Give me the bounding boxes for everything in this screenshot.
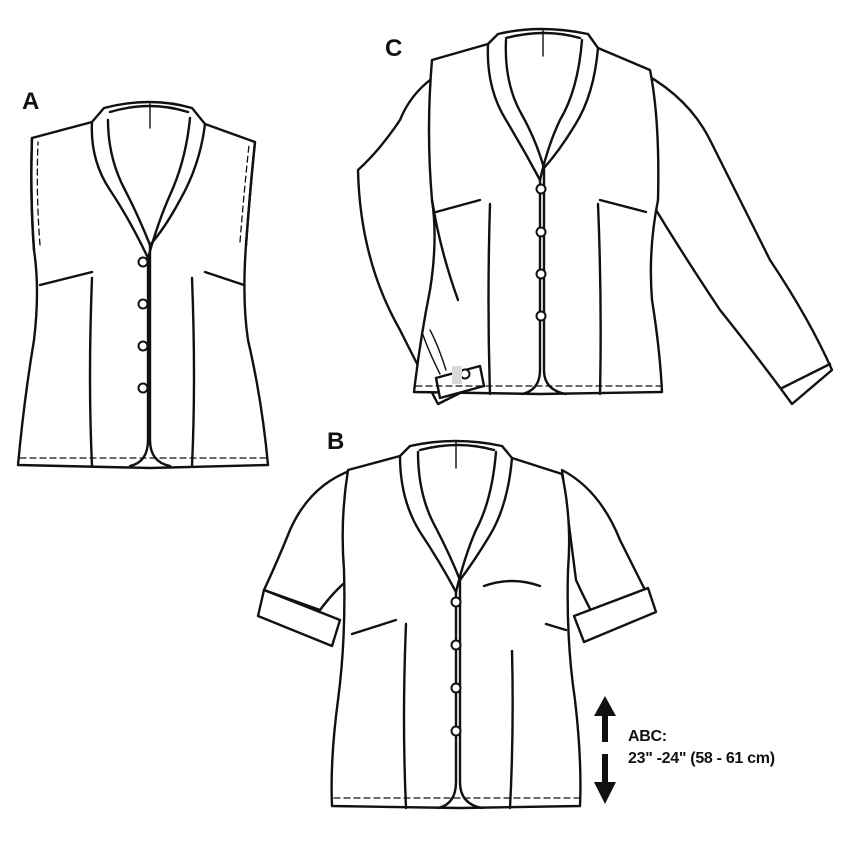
vest-a-seam-right bbox=[190, 276, 196, 468]
jacket-c-button-2 bbox=[535, 226, 547, 238]
vest-a-button-3 bbox=[137, 340, 149, 352]
jacket-b-sleeve-right bbox=[560, 468, 652, 622]
jacket-c-button-1 bbox=[535, 183, 547, 195]
jacket-c-back-neck bbox=[504, 31, 582, 40]
jacket-c-button-4 bbox=[535, 310, 547, 322]
jacket-c-collar-left-inner bbox=[504, 38, 546, 170]
measurement-value: 23" -24" (58 - 61 cm) bbox=[628, 750, 775, 767]
vest-a-front-overlap bbox=[148, 243, 172, 468]
jacket-c-collar-left bbox=[486, 42, 542, 182]
jacket-b-collar-left bbox=[398, 454, 458, 594]
jacket-c-button-3 bbox=[535, 268, 547, 280]
vest-a-armhole-right-topstitch bbox=[239, 144, 250, 243]
jacket-b-seam-right bbox=[508, 648, 514, 810]
view-label-b: B bbox=[327, 428, 345, 455]
vest-a-armhole-right bbox=[244, 140, 257, 247]
vest-a-armhole-left bbox=[30, 136, 36, 252]
jacket-b-collar-right-inner bbox=[454, 450, 498, 594]
jacket-b-cuff-left bbox=[256, 588, 342, 648]
jacket-c-cuff-vent bbox=[421, 329, 447, 375]
vest-a-collar-left-inner bbox=[106, 118, 152, 247]
vest-a-dart-right bbox=[203, 270, 246, 287]
double-vertical-arrow-icon bbox=[594, 696, 616, 804]
jacket-b-button-3 bbox=[450, 682, 462, 694]
jacket-c-seam-right bbox=[596, 202, 602, 396]
jacket-b-collar-right bbox=[458, 456, 514, 582]
jacket-b-back-neck bbox=[418, 443, 496, 452]
vest-a-seam-left bbox=[88, 276, 94, 468]
jacket-c-dart-right bbox=[598, 198, 648, 214]
jacket-c-seam-left bbox=[487, 202, 492, 396]
jacket-b-front-edge bbox=[436, 590, 458, 810]
vest-a-collar-right-inner bbox=[146, 116, 192, 260]
jacket-c-cuff-right-seam bbox=[780, 362, 832, 390]
jacket-b-dart-right bbox=[544, 622, 568, 632]
jacket-c-collar-right-inner bbox=[538, 38, 584, 182]
vest-a-collar-left bbox=[90, 120, 150, 260]
vest-a-button-2 bbox=[137, 298, 149, 310]
jacket-c-collar-right bbox=[542, 46, 600, 170]
jacket-b-button-4 bbox=[450, 725, 462, 737]
vest-a-dart-left bbox=[38, 270, 94, 287]
jacket-b-button-2 bbox=[450, 639, 462, 651]
jacket-b-cuff-right bbox=[572, 586, 658, 644]
view-label-a: A bbox=[22, 88, 40, 115]
vest-a-button-1 bbox=[137, 256, 149, 268]
vest-a-button-4 bbox=[137, 382, 149, 394]
jacket-b-seam-left bbox=[402, 622, 408, 810]
jacket-c-front-edge bbox=[520, 178, 542, 396]
jacket-b-dart-left bbox=[350, 618, 398, 636]
jacket-c-dart-left bbox=[434, 198, 482, 214]
jacket-b-sleeve-left bbox=[262, 468, 354, 612]
vest-a-front-edge bbox=[128, 256, 150, 468]
jacket-b-pocket bbox=[478, 590, 542, 650]
jacket-b-drawing bbox=[256, 439, 658, 810]
jacket-c-cuff-highlight bbox=[452, 366, 462, 384]
vest-a-armhole-left-topstitch bbox=[36, 141, 41, 246]
vest-a-drawing bbox=[16, 100, 270, 470]
jacket-c-sleeve-left-inner bbox=[430, 198, 460, 302]
length-measurement: ABC: 23" -24" (58 - 61 cm) bbox=[628, 726, 775, 770]
vest-a-collar-right bbox=[148, 122, 207, 247]
measurement-title: ABC: bbox=[628, 728, 667, 745]
jacket-c-body-outline bbox=[412, 27, 664, 396]
jacket-b-button-1 bbox=[450, 596, 462, 608]
jacket-b-pocket-highlight bbox=[482, 579, 542, 588]
jacket-c-front-overlap bbox=[542, 166, 568, 396]
view-label-c: C bbox=[385, 35, 403, 62]
jacket-b-collar-left-inner bbox=[416, 450, 462, 582]
vest-a-body-outline bbox=[16, 100, 270, 470]
jacket-c-drawing bbox=[356, 27, 834, 406]
